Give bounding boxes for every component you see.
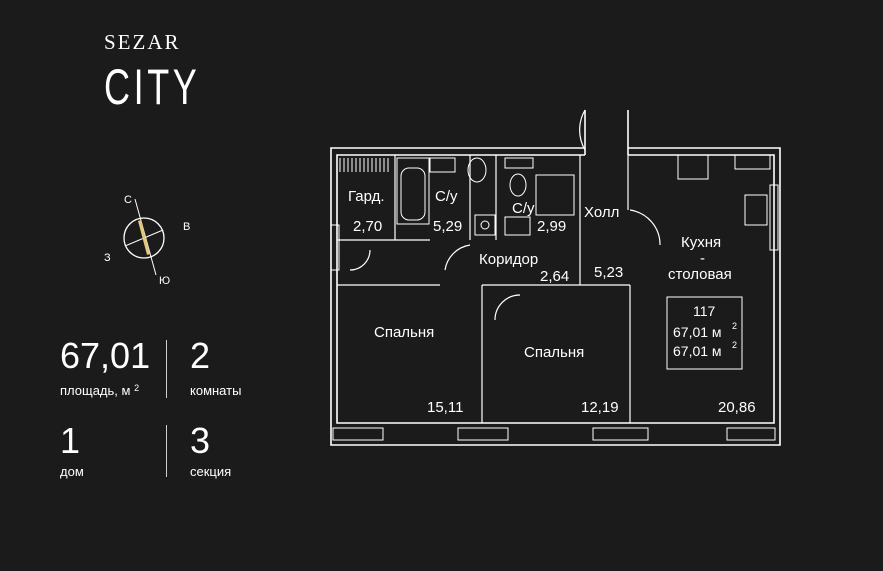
building-value: 1 [60, 420, 81, 461]
room-kitchen-line3: столовая [668, 266, 732, 283]
room-wardrobe-name: Гард. [348, 188, 385, 205]
apartment-area-sup1: 2 [732, 321, 737, 331]
room-bedroom2-name: Спальня [524, 344, 584, 361]
room-bathroom2-name: С/у [512, 200, 535, 217]
area-label: площадь, м 2 [60, 383, 140, 398]
compass-icon: С В Ю З [104, 194, 190, 287]
room-bathroom1-area: 5,29 [433, 218, 462, 235]
brand-name-top: SEZAR [104, 30, 181, 54]
room-bedroom1-area: 15,11 [427, 399, 463, 416]
room-corridor-name: Коридор [479, 251, 538, 268]
room-kitchen-line2: - [700, 250, 705, 267]
rooms-value: 2 [190, 335, 211, 376]
room-bathroom1-name: С/у [435, 188, 458, 205]
brand-name-bottom: CITY [104, 59, 201, 115]
apartment-info-box [666, 296, 743, 370]
apartment-area-line2: 67,01 м [673, 343, 722, 359]
section-value: 3 [190, 420, 211, 461]
divider [166, 425, 167, 477]
building-label: дом [60, 464, 84, 479]
room-bathroom2-area: 2,99 [537, 218, 566, 235]
room-hall-name: Холл [584, 204, 619, 221]
room-bedroom2-area: 12,19 [581, 399, 619, 416]
room-wardrobe-area: 2,70 [353, 218, 382, 235]
compass-west: З [104, 252, 111, 264]
area-value: 67,01 [60, 335, 151, 376]
compass-east: В [183, 221, 190, 233]
divider [166, 340, 167, 398]
room-kitchen-line1: Кухня [681, 234, 721, 251]
section-label: секция [190, 464, 232, 479]
window-marks [330, 184, 779, 441]
rooms-label: комнаты [190, 383, 242, 398]
compass-north: С [124, 194, 132, 206]
apartment-area-line1: 67,01 м [673, 324, 722, 340]
apartment-number: 117 [693, 303, 716, 319]
compass-south: Ю [159, 275, 170, 287]
room-bedroom1-name: Спальня [374, 324, 434, 341]
room-hall-area: 5,23 [594, 264, 623, 281]
apartment-area-sup2: 2 [732, 340, 737, 350]
room-corridor-area: 2,64 [540, 268, 569, 285]
room-kitchen-area: 20,86 [718, 399, 756, 416]
